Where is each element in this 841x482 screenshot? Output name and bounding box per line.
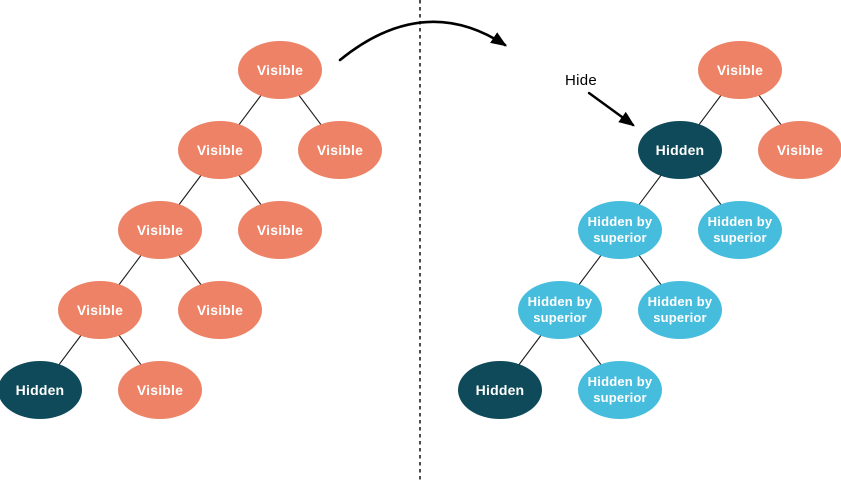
node-label: Visible xyxy=(76,302,124,318)
node-label: Hidden by superior xyxy=(707,213,773,245)
node-label: Visible xyxy=(136,222,184,238)
node-label: Visible xyxy=(196,302,244,318)
node-label: Hidden by superior xyxy=(647,293,713,325)
tree-node-visible: Visible xyxy=(178,121,262,179)
tree-node-hidden-by-superior: Hidden by superior xyxy=(698,201,782,259)
tree-node-visible: Visible xyxy=(298,121,382,179)
node-label: Visible xyxy=(256,62,304,78)
node-label: Hidden by superior xyxy=(527,293,593,325)
tree-node-visible: Visible xyxy=(58,281,142,339)
node-label: Visible xyxy=(316,142,364,158)
hide-annotation-label: Hide xyxy=(564,72,598,89)
node-label: Hidden xyxy=(475,382,525,398)
tree-node-hidden: Hidden xyxy=(0,361,82,419)
node-label: Hidden xyxy=(655,142,705,158)
node-label: Hidden by superior xyxy=(587,373,653,405)
node-label: Hidden by superior xyxy=(587,213,653,245)
transform-arrow-icon xyxy=(338,20,508,62)
tree-node-visible: Visible xyxy=(698,41,782,99)
tree-node-hidden-by-superior: Hidden by superior xyxy=(578,361,662,419)
tree-node-hidden-by-superior: Hidden by superior xyxy=(638,281,722,339)
tree-node-visible: Visible xyxy=(118,361,202,419)
tree-node-visible: Visible xyxy=(758,121,841,179)
tree-node-hidden-by-superior: Hidden by superior xyxy=(518,281,602,339)
node-label: Visible xyxy=(776,142,824,158)
tree-node-hidden-by-superior: Hidden by superior xyxy=(578,201,662,259)
node-label: Hidden xyxy=(15,382,65,398)
tree-node-visible: Visible xyxy=(238,201,322,259)
node-label: Visible xyxy=(256,222,304,238)
node-label: Visible xyxy=(136,382,184,398)
node-label: Visible xyxy=(716,62,764,78)
tree-node-visible: Visible xyxy=(178,281,262,339)
tree-node-hidden: Hidden xyxy=(638,121,722,179)
tree-node-hidden: Hidden xyxy=(458,361,542,419)
node-label: Visible xyxy=(196,142,244,158)
hide-arrow-icon xyxy=(587,91,635,127)
tree-node-visible: Visible xyxy=(118,201,202,259)
tree-node-visible: Visible xyxy=(238,41,322,99)
